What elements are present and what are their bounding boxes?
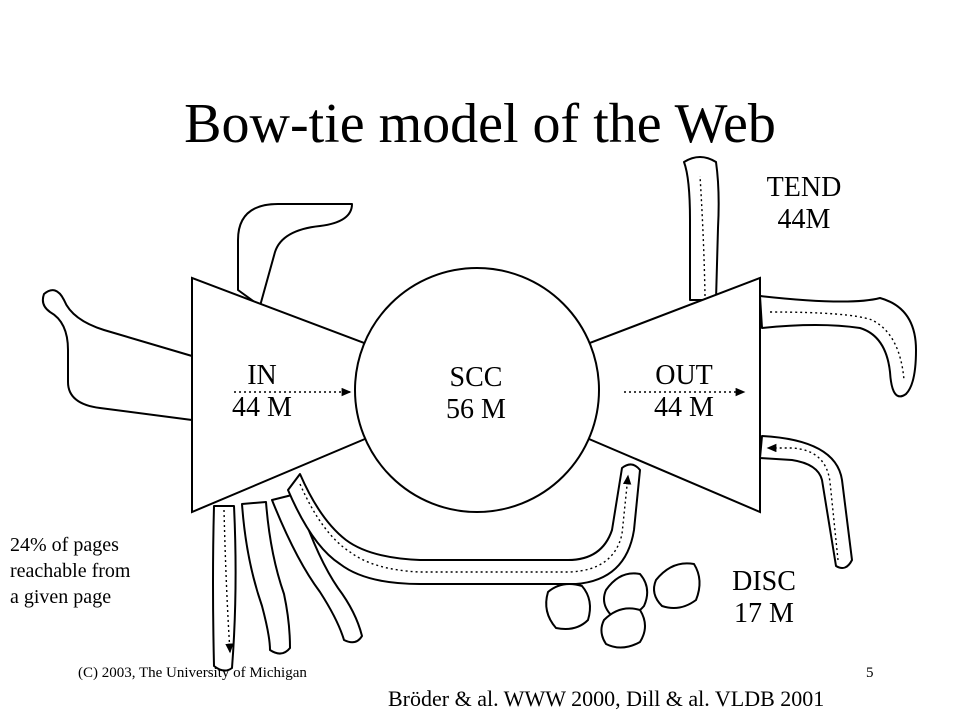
note-line-3: a given page [10, 586, 112, 608]
disc-name: DISC [732, 566, 796, 597]
in-size: 44 M [232, 392, 292, 423]
disc-size: 17 M [734, 598, 794, 629]
tendril-bottom-right-arrow [766, 443, 839, 561]
tendril-top-left [237, 203, 353, 307]
in-label: IN 44 M [214, 360, 310, 424]
tend-label: TEND 44M [748, 172, 860, 236]
out-name: OUT [655, 360, 713, 391]
disc-blob-4 [653, 562, 701, 609]
slide-title: Bow-tie model of the Web [184, 93, 776, 155]
tendril-right-arrow [769, 311, 905, 381]
disc-label: DISC 17 M [712, 566, 816, 630]
disc-blob-1 [545, 583, 591, 630]
tendril-left [41, 289, 193, 421]
out-label: OUT 44 M [632, 360, 736, 424]
disc-blob-2 [603, 572, 649, 619]
page-number: 5 [866, 665, 874, 681]
tendril-bottom-left-2 [271, 493, 363, 644]
tendril-tube [287, 463, 641, 585]
tendril-top-right-arrow [699, 175, 706, 297]
tend-size: 44M [777, 204, 831, 235]
citation: Bröder & al. WWW 2000, Dill & al. VLDB 2… [388, 686, 825, 711]
tendril-bottom-far-left [212, 505, 237, 672]
copyright-footer: (C) 2003, The University of Michigan [78, 665, 307, 681]
scc-circle [354, 267, 600, 513]
tendril-bottom-left-1 [241, 501, 291, 655]
tend-name: TEND [766, 172, 842, 203]
tendril-far-left-arrow [223, 509, 234, 654]
out-size: 44 M [654, 392, 714, 423]
tendril-right [759, 295, 917, 398]
reachability-note: 24% of pages reachable from a given page [10, 532, 130, 610]
tendril-top-right [683, 156, 720, 301]
scc-size: 56 M [446, 394, 506, 425]
tendril-bottom-right [759, 435, 853, 569]
in-name: IN [247, 360, 277, 391]
scc-name: SCC [449, 362, 503, 393]
scc-label: SCC 56 M [420, 362, 532, 426]
note-line-2: reachable from [10, 560, 131, 582]
note-line-1: 24% of pages [10, 534, 119, 556]
disc-blob-3 [600, 607, 646, 649]
